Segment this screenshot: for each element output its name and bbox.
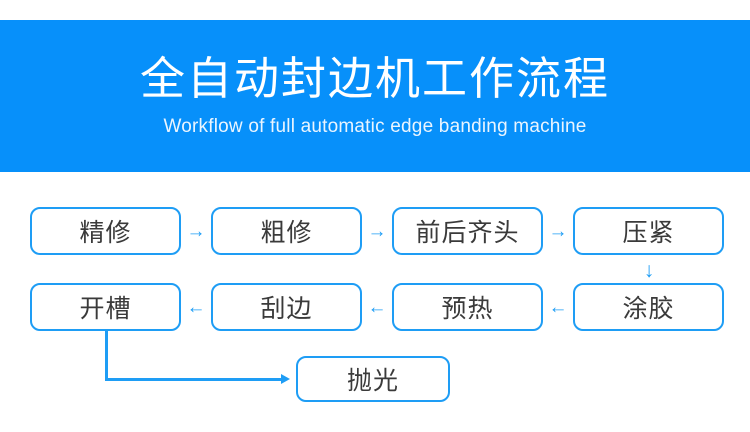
flow-node-cuxiu[interactable]: 粗修 (211, 207, 362, 255)
arrow-left-icon: ← (548, 296, 568, 318)
flow-node-yure[interactable]: 预热 (392, 283, 543, 331)
arrow-left-icon: ← (367, 296, 387, 318)
arrow-right-icon: → (367, 220, 387, 242)
arrow-down-icon: ↓ (643, 258, 655, 282)
flow-node-yajin[interactable]: 压紧 (573, 207, 724, 255)
elbow-connector-horizontal (105, 378, 283, 381)
flow-node-guabian[interactable]: 刮边 (211, 283, 362, 331)
page-subtitle: Workflow of full automatic edge banding … (163, 116, 587, 137)
flow-node-jingxiu[interactable]: 精修 (30, 207, 181, 255)
workflow-diagram: 精修 → 粗修 → 前后齐头 → 压紧 ↓ 开槽 ← 刮边 ← 预热 ← 涂胶 … (0, 172, 750, 432)
flow-node-qianhouqitou[interactable]: 前后齐头 (392, 207, 543, 255)
arrow-right-icon: → (186, 220, 206, 242)
arrow-left-icon: ← (186, 296, 206, 318)
flow-node-kaicao[interactable]: 开槽 (30, 283, 181, 331)
flow-node-paoguang[interactable]: 抛光 (296, 356, 450, 402)
page-title: 全自动封边机工作流程 (139, 53, 610, 104)
header-banner: 全自动封边机工作流程 Workflow of full automatic ed… (0, 20, 750, 172)
elbow-connector-arrowhead-icon (281, 374, 290, 384)
arrow-right-icon: → (548, 220, 568, 242)
elbow-connector-vertical (105, 331, 108, 381)
flow-node-tujiao[interactable]: 涂胶 (573, 283, 724, 331)
